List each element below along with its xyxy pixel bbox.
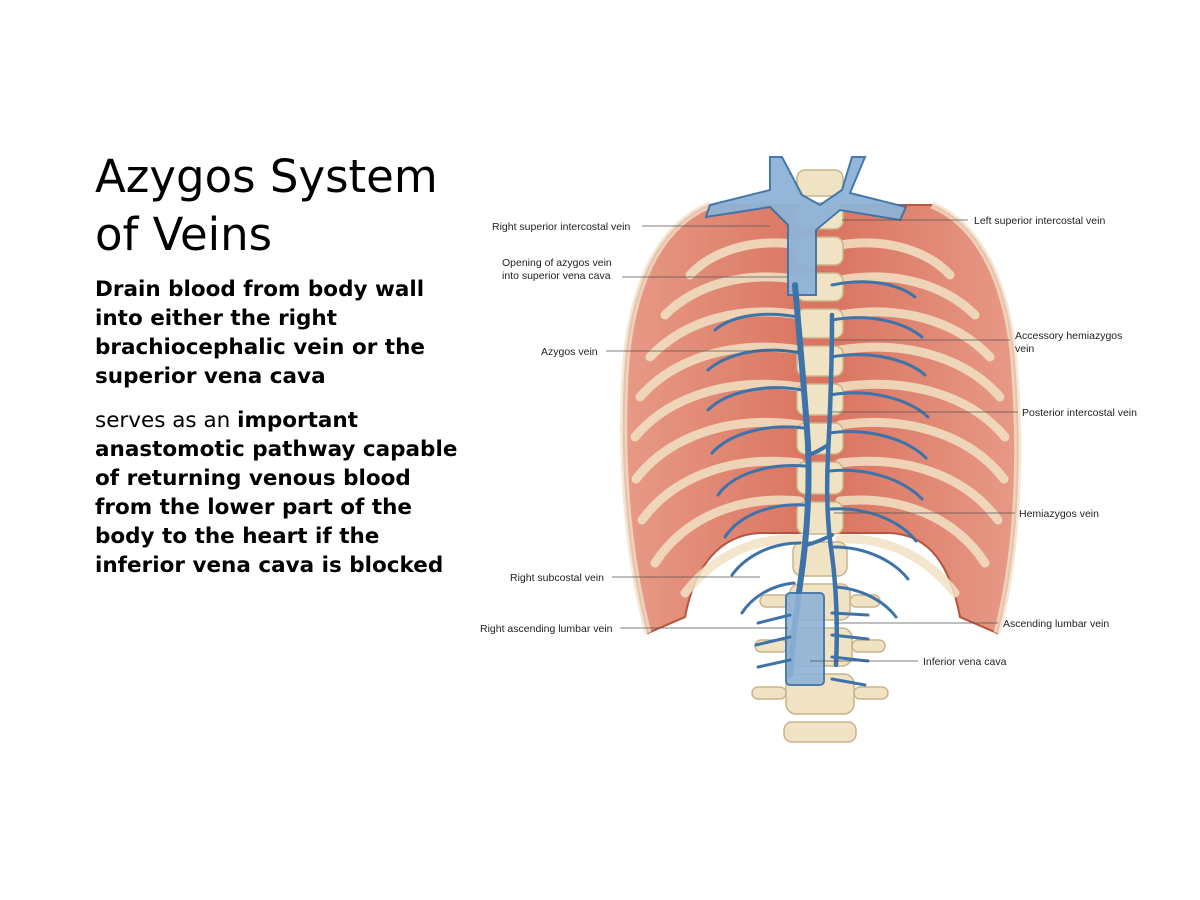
label-ascending-lumbar-vein: Ascending lumbar vein — [1003, 618, 1109, 630]
hemiazygos-crossing — [804, 443, 834, 547]
anastomotic-description: serves as an important anastomotic pathw… — [95, 406, 460, 580]
label-hemiazygos-vein: Hemiazygos vein — [1019, 508, 1099, 520]
label-leaders — [606, 219, 1018, 662]
ribs-right — [835, 238, 1010, 598]
label-right-subcostal-vein: Right subcostal vein — [510, 572, 604, 584]
ascending-lumbar-veins — [754, 611, 870, 687]
ribs-left — [630, 238, 805, 598]
hemiazygos-vein-path — [824, 312, 840, 668]
slide-title: Azygos System of Veins — [95, 150, 438, 261]
label-right-ascending-lumbar-vein: Right ascending lumbar vein — [480, 623, 613, 635]
thorax-diagram: Right superior intercostal vein Opening … — [480, 156, 1137, 743]
label-right-superior-intercostal-vein: Right superior intercostal vein — [492, 221, 630, 233]
superior-vena-cava-system — [704, 156, 908, 296]
lumbar-processes — [751, 594, 889, 700]
anastomotic-intro-text: serves as an — [95, 408, 238, 433]
label-accessory-hemiazygos-line1: Accessory hemiazygos — [1015, 330, 1122, 342]
label-posterior-intercostal-vein: Posterior intercostal vein — [1022, 407, 1137, 419]
anastomotic-emphasis-text: important anastomotic pathway capable of… — [95, 408, 458, 578]
label-azygos-vein: Azygos vein — [541, 346, 598, 358]
label-inferior-vena-cava: Inferior vena cava — [923, 656, 1007, 668]
label-opening-azygos-line2: into superior vena cava — [502, 270, 611, 282]
label-opening-azygos-line1: Opening of azygos vein — [502, 257, 612, 269]
label-accessory-hemiazygos-line2: vein — [1015, 343, 1034, 355]
drainage-description: Drain blood from body wall into either t… — [95, 277, 425, 389]
azygos-anatomy-illustration: Right superior intercostal vein Opening … — [470, 145, 1170, 755]
inferior-vena-cava-segment — [785, 592, 825, 686]
costal-margin — [620, 201, 1022, 634]
label-left-superior-intercostal-vein: Left superior intercostal vein — [974, 215, 1105, 227]
